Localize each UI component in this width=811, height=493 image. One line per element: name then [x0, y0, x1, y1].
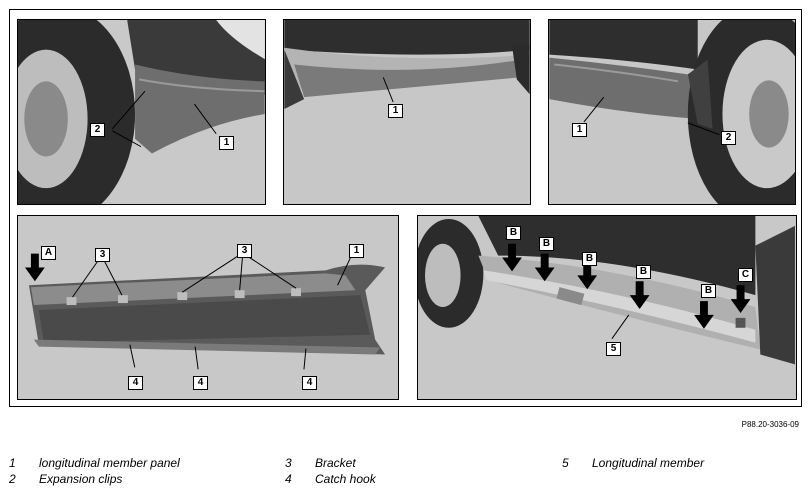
callout-3: 3: [237, 244, 252, 258]
callout-b: B: [506, 226, 521, 240]
rear-wheel-arch-illustration: [549, 20, 795, 204]
legend-number: 3: [285, 456, 292, 470]
legend-text: Longitudinal member: [592, 456, 705, 470]
legend-number: 5: [562, 456, 569, 470]
legend: 1 longitudinal member panel 2 Expansion …: [0, 455, 811, 489]
front-wheel-arch-illustration: [18, 20, 265, 204]
callout-1: 1: [219, 136, 234, 150]
arrow-b-icon: [534, 253, 555, 282]
front-wheel-arch-photo: 2 1: [17, 19, 266, 205]
figure-reference-code: P88.20-3036-09: [741, 420, 799, 429]
callout-1: 1: [349, 244, 364, 258]
callout-a: A: [41, 246, 56, 260]
longitudinal-member-illustration: [418, 216, 795, 399]
callout-b: B: [701, 284, 716, 298]
legend-text: Bracket: [315, 456, 356, 470]
callout-c: C: [738, 268, 753, 282]
side-sill-illustration: [284, 20, 530, 204]
callout-1: 1: [388, 104, 403, 118]
callout-b: B: [539, 237, 554, 251]
legend-text: Catch hook: [315, 472, 376, 486]
callout-b: B: [636, 265, 651, 279]
legend-text: Expansion clips: [39, 472, 123, 486]
callout-5: 5: [606, 342, 621, 356]
longitudinal-member-photo: B B B B B C 5: [417, 215, 797, 400]
figure-frame: 2 1 1 1 2: [9, 9, 802, 407]
legend-number: 4: [285, 472, 292, 486]
callout-3: 3: [95, 248, 110, 262]
callout-4: 4: [128, 376, 143, 390]
callout-2: 2: [721, 131, 736, 145]
callout-1: 1: [572, 123, 587, 137]
panel-inner-side-illustration: [19, 216, 397, 399]
callout-b: B: [582, 252, 597, 266]
callout-4: 4: [193, 376, 208, 390]
panel-inner-side-photo: A 3 3 1 4 4 4: [17, 215, 399, 400]
arrow-a-icon: [25, 253, 45, 282]
side-sill-photo: 1: [283, 19, 531, 205]
callout-2: 2: [90, 123, 105, 137]
rear-wheel-arch-photo: 1 2: [548, 19, 796, 205]
callout-4: 4: [302, 376, 317, 390]
legend-number: 1: [9, 456, 16, 470]
legend-number: 2: [9, 472, 16, 486]
legend-text: longitudinal member panel: [39, 456, 180, 470]
arrow-b-icon: [629, 281, 650, 309]
